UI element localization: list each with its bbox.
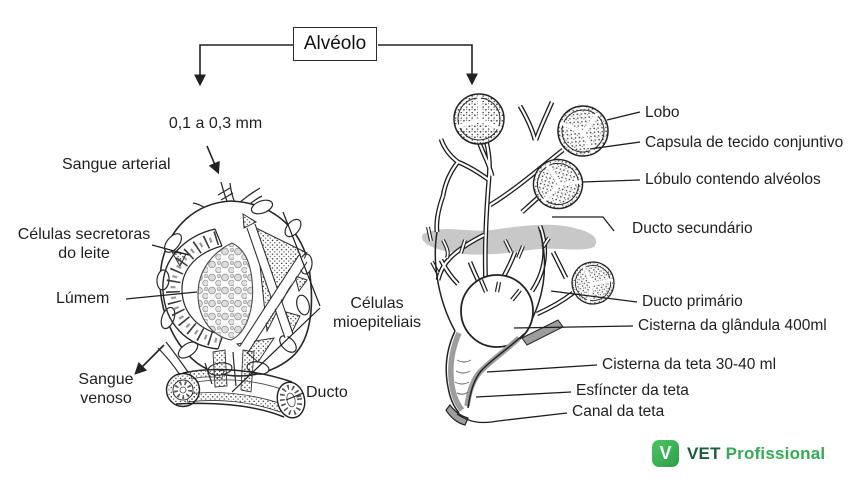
flowchart-title: Alvéolo <box>303 33 367 54</box>
label-cisterna-glandula: Cisterna da glândula 400ml <box>638 317 827 334</box>
alveolus-illustration <box>125 145 321 419</box>
label-celulas-mioepiteliais: Células mioepiteliais <box>332 295 422 332</box>
label-cisterna-teta: Cisterna da teta 30-40 ml <box>602 356 777 373</box>
teat <box>445 319 564 426</box>
label-capsula: Capsula de tecido conjuntivo <box>645 134 844 151</box>
lumen-droplets <box>197 242 254 341</box>
label-sangue-venoso: Sangue venoso <box>78 371 134 408</box>
venous-arrow-icon <box>134 344 165 375</box>
label-ducto: Ducto <box>306 384 348 401</box>
duct-cylinder <box>165 368 306 419</box>
brand-logo: V VET Profissional <box>652 440 825 467</box>
brand-name: VET Profissional <box>687 444 825 464</box>
vet-logo-icon: V <box>652 440 679 467</box>
label-lobo: Lobo <box>645 104 680 121</box>
label-ducto-secundario: Ducto secundário <box>632 220 753 237</box>
brand-name-primary: VET <box>687 443 721 463</box>
flowchart-connectors <box>194 44 478 87</box>
label-canal-teta: Canal da teta <box>572 403 665 420</box>
secretory-cell-ring <box>162 228 224 350</box>
label-sangue-arterial: Sangue arterial <box>62 156 171 173</box>
label-lobulo: Lóbulo contendo alvéolos <box>645 171 821 188</box>
label-celulas-secretoras: Células secretoras do leite <box>17 226 151 263</box>
label-ducto-primario: Ducto primário <box>642 293 743 310</box>
label-esfincter-teta: Esfíncter da teta <box>576 382 689 399</box>
label-lumem: Lúmem <box>56 290 110 307</box>
size-arrow-icon <box>206 145 220 175</box>
label-alveolus-size: 0,1 a 0,3 mm <box>168 115 263 132</box>
leader-lines-right <box>456 111 641 424</box>
udder-illustration <box>421 92 641 426</box>
crossing-vessels <box>239 223 308 355</box>
flowchart-title-box: Alvéolo <box>293 27 377 61</box>
brand-name-secondary: Profissional <box>725 443 826 463</box>
vet-logo-letter: V <box>659 443 672 463</box>
leader-lines-left <box>125 211 321 401</box>
